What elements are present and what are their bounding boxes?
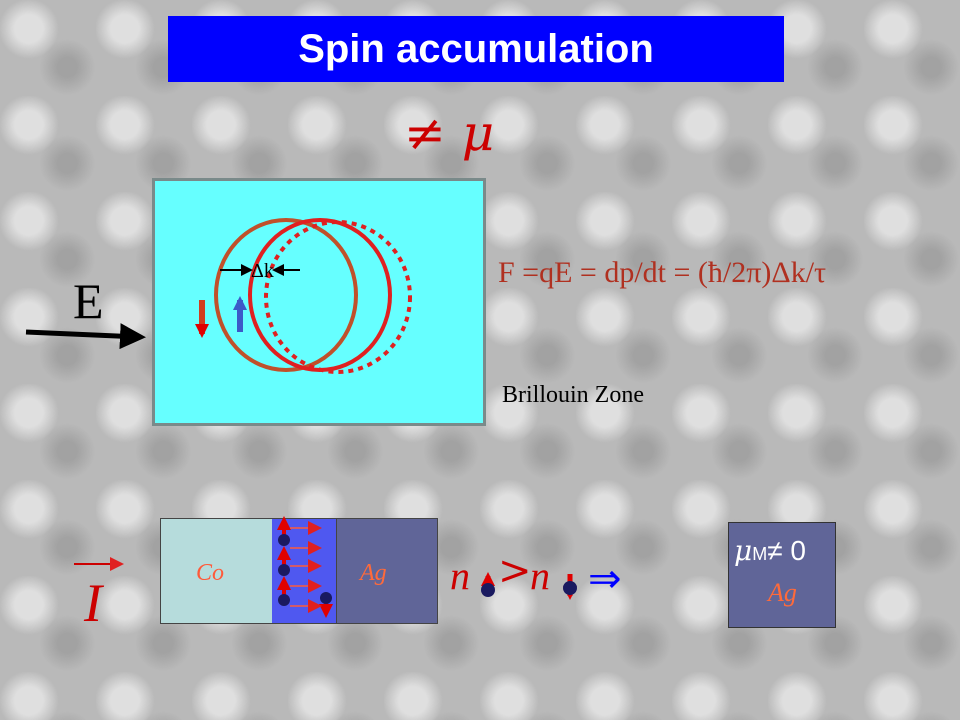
not-equal-mu-symbol: ≠ μ	[404, 104, 495, 162]
force-formula: F =qE = dp/dt = (ħ/2π)Δk/τ	[498, 256, 827, 289]
current-label: I	[84, 573, 102, 633]
electric-field-arrow	[25, 323, 146, 350]
fermi-circle-left	[214, 218, 358, 372]
interface-spins	[277, 516, 333, 618]
fermi-circle-right	[248, 218, 392, 372]
mu-subscript: M	[752, 544, 768, 564]
electric-field-label: E	[73, 273, 104, 329]
mu-condition: ≠ 0	[767, 535, 806, 566]
result-silver-box	[728, 522, 836, 628]
silver-layer	[336, 518, 438, 624]
silver-label: Ag	[360, 560, 387, 586]
n-down-label: n	[530, 553, 550, 598]
mu-m-label: μM≠ 0	[734, 534, 806, 567]
result-silver-label: Ag	[768, 578, 797, 607]
mu-symbol: μ	[734, 534, 753, 567]
fermi-circle-dotted	[264, 220, 412, 374]
n-up-spin-icon	[481, 572, 495, 597]
current-flow-arrows	[290, 521, 322, 613]
cobalt-label: Co	[196, 560, 225, 586]
n-down-spin-icon	[563, 574, 577, 600]
cobalt-layer	[160, 518, 274, 624]
slide-title: Spin accumulation	[168, 16, 784, 82]
delta-k-label: Δk	[251, 260, 274, 282]
greater-than-sign: >	[498, 548, 532, 594]
n-up-label: n	[450, 553, 470, 598]
implies-arrow-icon: ⇒	[588, 556, 622, 602]
brillouin-zone-label: Brillouin Zone	[502, 382, 644, 408]
